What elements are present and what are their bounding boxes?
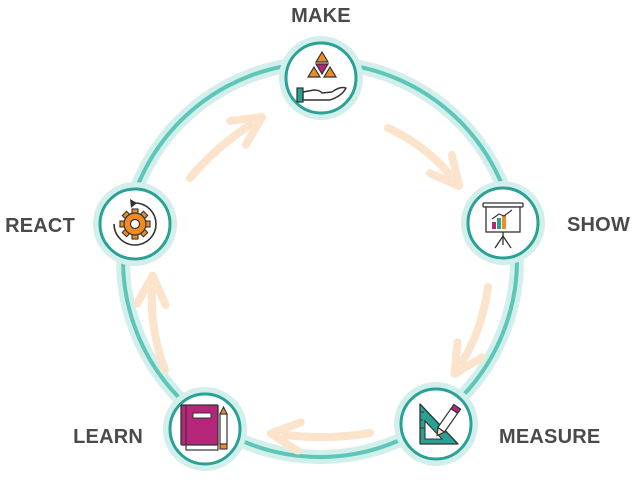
book-and-pencil-icon [180,404,228,451]
arrow-measure-to-learn [285,433,374,437]
stage-label-show: SHOW [567,214,630,236]
stage-label-learn: LEARN [73,426,143,448]
stage-learn: LEARN [73,387,247,471]
arrow-react-to-make [186,125,250,182]
stage-make: MAKE [279,5,363,120]
stage-label-react: REACT [5,215,75,237]
stage-label-make: MAKE [291,5,351,27]
arrow-show-to-measure [462,283,492,362]
arrow-make-to-show [384,124,450,175]
presentation-board-chart-icon [482,202,524,249]
stage-measure: MEASURE [394,382,600,466]
arrow-learn-to-react [152,290,165,374]
hand-with-triangles-icon [296,50,347,103]
gear-refresh-icon [113,199,157,246]
set-square-and-pencil-icon [419,403,462,445]
stage-react: REACT [5,182,177,266]
stage-show: SHOW [461,181,630,265]
stage-label-measure: MEASURE [499,426,600,448]
